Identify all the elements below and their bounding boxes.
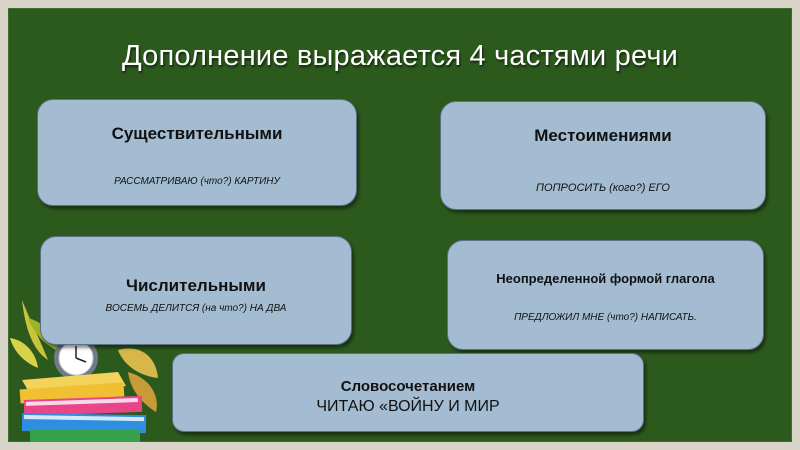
slide-title: Дополнение выражается 4 частями речи [121,40,679,72]
card-heading: Неопределенной формой глагола [496,271,715,286]
card-pronouns: Местоимениями ПОПРОСИТЬ (кого?) ЕГО [440,101,766,210]
card-example: РАССМАТРИВАЮ (что?) КАРТИНУ [114,176,280,187]
leaves-icon [10,300,158,412]
card-infinitive: Неопределенной формой глагола ПРЕДЛОЖИЛ … [447,240,764,350]
card-example: ПРЕДЛОЖИЛ МНЕ (что?) НАПИСАТЬ. [514,312,697,323]
card-example: ПОПРОСИТЬ (кого?) ЕГО [536,182,670,194]
card-example: ВОСЕМЬ ДЕЛИТСЯ (на что?) НА ДВА [105,303,287,314]
card-heading: Существительными [111,124,283,143]
card-numerals: Числительными ВОСЕМЬ ДЕЛИТСЯ (на что?) Н… [40,236,352,345]
book-stack-icon [19,372,147,442]
card-heading: Словосочетанием [340,378,476,395]
card-example: ЧИТАЮ «ВОЙНУ И МИР [316,398,500,415]
alarm-clock-icon [51,329,101,380]
card-phrase: Словосочетанием ЧИТАЮ «ВОЙНУ И МИР [172,353,644,432]
card-nouns: Существительными РАССМАТРИВАЮ (что?) КАР… [37,99,357,206]
card-heading: Местоимениями [534,126,672,145]
card-heading: Числительными [126,276,266,295]
